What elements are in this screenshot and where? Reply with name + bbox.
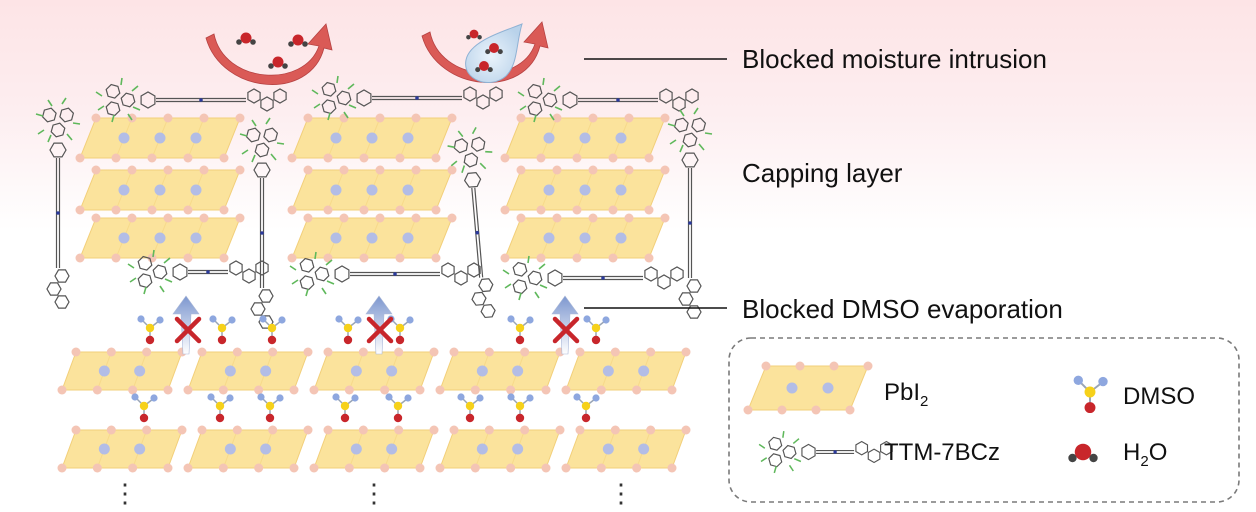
dmso-upper-1 bbox=[137, 315, 164, 345]
ellipsis-2: ⋮ bbox=[361, 478, 387, 508]
bottom-slab-r1-c5 bbox=[561, 347, 691, 395]
dmso-middle-2 bbox=[207, 393, 234, 423]
bottom-slab-r2-c3 bbox=[309, 425, 439, 473]
water-molecule-3 bbox=[268, 56, 288, 69]
dmso-middle-4 bbox=[332, 393, 359, 423]
dmso-middle-5 bbox=[385, 393, 412, 423]
ellipsis-1: ⋮ bbox=[112, 478, 138, 508]
up-arrow-icon-2 bbox=[365, 295, 393, 355]
ttm-molecule-top-1 bbox=[95, 77, 287, 123]
capping-slab-r2-c3 bbox=[500, 165, 670, 215]
bottom-slab-r2-c1 bbox=[57, 425, 187, 473]
ttm-molecule-vert-1 bbox=[239, 117, 285, 329]
capping-slab-r3-c3 bbox=[500, 213, 670, 263]
legend-h2o-icon bbox=[1068, 443, 1098, 463]
capping-slab-r3-c2 bbox=[287, 213, 457, 263]
dmso-middle-8 bbox=[573, 393, 600, 423]
legend-ttm-icon bbox=[758, 430, 893, 474]
capping-layer-label: Capping layer bbox=[742, 158, 903, 188]
dmso-upper-3 bbox=[259, 315, 286, 345]
legend-dmso-icon bbox=[1073, 375, 1108, 414]
capping-slab-r1-c3 bbox=[500, 113, 670, 163]
water-droplet-icon bbox=[465, 23, 523, 84]
legend-dmso-label: DMSO bbox=[1123, 383, 1195, 410]
water-molecule-5 bbox=[475, 61, 493, 73]
dmso-upper-2 bbox=[209, 315, 236, 345]
ttm-7bcz-molecules bbox=[35, 75, 713, 329]
moisture-group bbox=[205, 21, 549, 85]
bottom-slab-r2-c5 bbox=[561, 425, 691, 473]
water-molecule-4 bbox=[485, 43, 503, 55]
legend: PbI2 DMSO TTM-7BCz H2O bbox=[728, 337, 1240, 503]
cross-icon-2 bbox=[366, 316, 394, 344]
capping-slab-r1-c1 bbox=[75, 113, 245, 163]
legend-box bbox=[728, 337, 1240, 503]
cross-icon-3 bbox=[552, 316, 580, 344]
dmso-middle-6 bbox=[457, 393, 484, 423]
bottom-slab-r1-c3 bbox=[309, 347, 439, 395]
ttm-molecule-top-2 bbox=[311, 75, 503, 121]
capping-slab-r2-c2 bbox=[287, 165, 457, 215]
ttm-molecule-top-3 bbox=[517, 77, 699, 123]
ttm-molecule-vert-right bbox=[667, 107, 713, 319]
dmso-middle-3 bbox=[257, 393, 284, 423]
curved-arrow-icon-1 bbox=[205, 23, 333, 85]
legend-pbi2-label: PbI2 bbox=[884, 379, 928, 410]
bottom-slab-r2-c4 bbox=[435, 425, 565, 473]
legend-h2o-label: H2O bbox=[1123, 439, 1167, 470]
ttm-molecule-bot-3 bbox=[502, 255, 684, 301]
bottom-slab-r1-c1 bbox=[57, 347, 187, 395]
capping-slab-r1-c2 bbox=[287, 113, 457, 163]
ellipsis-3: ⋮ bbox=[608, 478, 634, 508]
blocked-marks bbox=[172, 295, 580, 355]
dmso-molecules bbox=[131, 315, 610, 423]
ttm-molecule-vert-2 bbox=[447, 127, 496, 319]
curved-arrow-icon-2 bbox=[421, 21, 549, 83]
dmso-middle-1 bbox=[131, 393, 158, 423]
water-molecule-2 bbox=[288, 34, 308, 47]
moisture-label: Blocked moisture intrusion bbox=[742, 44, 1047, 74]
ttm-molecule-bot-1 bbox=[127, 249, 269, 295]
bottom-slab-r2-c2 bbox=[183, 425, 313, 473]
dmso-upper-7 bbox=[583, 315, 610, 345]
capping-slab-r3-c1 bbox=[75, 213, 245, 263]
water-molecule-6 bbox=[466, 29, 482, 40]
capping-slab-r2-c1 bbox=[75, 165, 245, 215]
cross-icon-1 bbox=[174, 316, 202, 344]
legend-ttm-label: TTM-7BCz bbox=[884, 439, 1000, 466]
ttm-molecule-vert-left bbox=[35, 97, 81, 309]
dmso-middle-7 bbox=[507, 393, 534, 423]
dmso-upper-4 bbox=[335, 315, 362, 345]
dmso-upper-6 bbox=[507, 315, 534, 345]
ttm-molecule-bot-2 bbox=[289, 251, 481, 297]
pbi2-slabs bbox=[57, 113, 691, 473]
dmso-evaporation-label: Blocked DMSO evaporation bbox=[742, 294, 1063, 324]
up-arrow-icon-3 bbox=[551, 295, 579, 355]
bottom-slab-r1-c4 bbox=[435, 347, 565, 395]
water-molecule-1 bbox=[236, 32, 256, 45]
legend-pbi2-icon bbox=[743, 361, 873, 415]
bottom-slab-r1-c2 bbox=[183, 347, 313, 395]
